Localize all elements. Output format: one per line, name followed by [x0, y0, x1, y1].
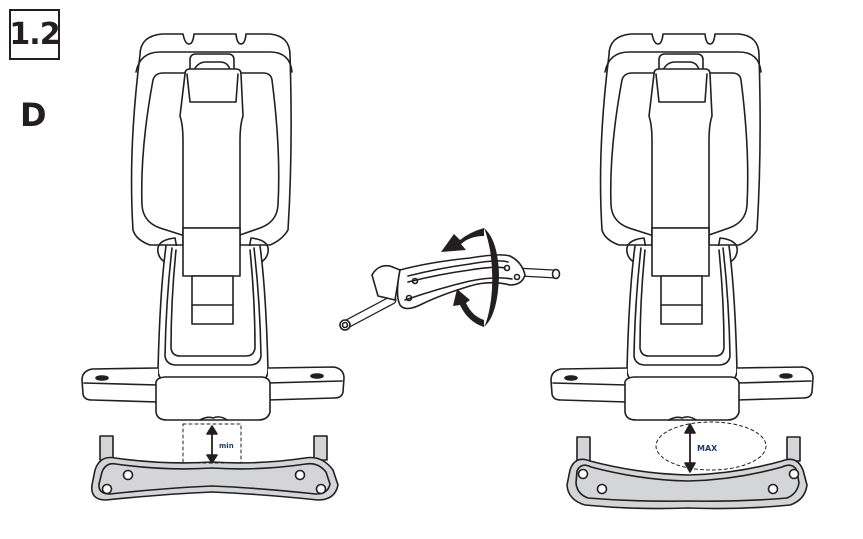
seat-illustration-min [81, 33, 345, 501]
support-leg-handle-illustration [339, 254, 561, 331]
seat-illustration-max [550, 33, 814, 510]
variant-letter: D [20, 96, 47, 134]
rotate-arrow-icon [441, 228, 499, 327]
step-number-badge: 1.2 [9, 9, 61, 60]
gap-label-min: min [219, 442, 234, 450]
gap-label-max: MAX [697, 444, 718, 453]
